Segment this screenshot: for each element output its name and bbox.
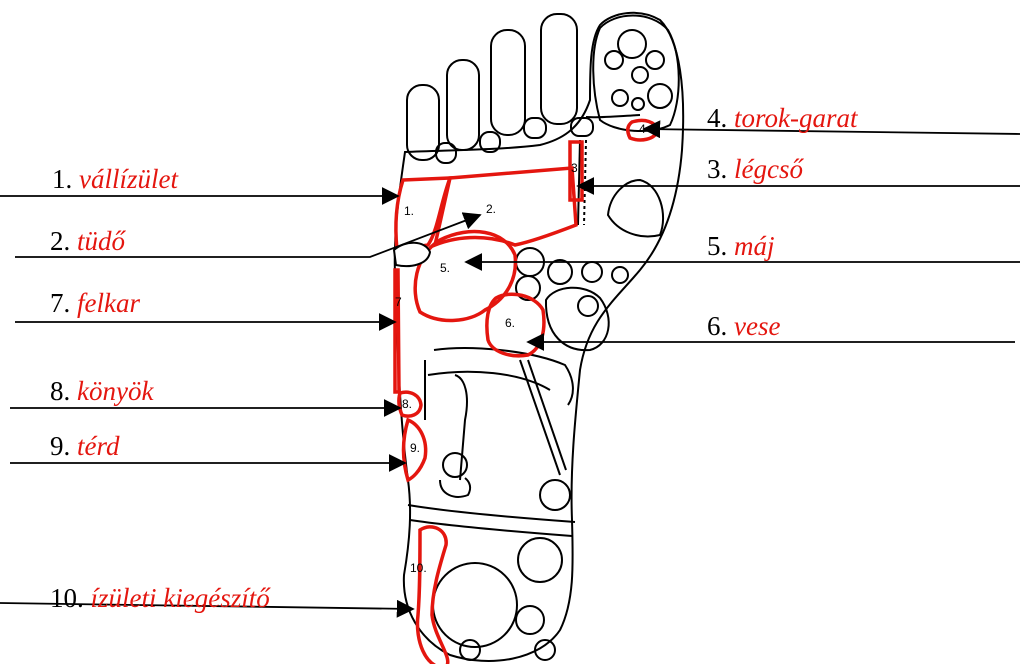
label-10: 10. ízületi kiegészítő	[50, 585, 270, 612]
zone-num-2: 2.	[486, 202, 496, 216]
zone-num-5: 5.	[440, 261, 450, 275]
label-9: 9. térd	[50, 433, 120, 460]
zone-num-9: 9.	[410, 441, 420, 455]
leader-lines	[0, 129, 1020, 609]
label-7: 7. felkar	[50, 290, 140, 317]
label-5: 5. máj	[707, 233, 775, 260]
small-toes	[407, 14, 640, 163]
zone-num-3: 3	[571, 161, 578, 175]
label-8: 8. könyök	[50, 378, 153, 405]
highlighted-zones	[395, 120, 658, 664]
zone-7-upper-arm	[395, 270, 399, 392]
label-1: 1. vállízület	[52, 166, 178, 193]
big-toe	[593, 16, 679, 132]
zone-num-10: 10.	[410, 561, 427, 575]
zone-5-liver	[415, 232, 515, 321]
label-2: 2. tüdő	[50, 228, 125, 255]
zone-num-6: 6.	[505, 316, 515, 330]
zone-num-7: 7	[395, 295, 402, 309]
sole-structure	[408, 140, 663, 660]
label-4: 4. torok-garat	[707, 105, 858, 132]
zone-num-8: 8.	[402, 397, 412, 411]
label-3: 3. légcső	[707, 156, 803, 183]
label-6: 6. vese	[707, 313, 780, 340]
zone-num-1: 1.	[404, 204, 414, 218]
